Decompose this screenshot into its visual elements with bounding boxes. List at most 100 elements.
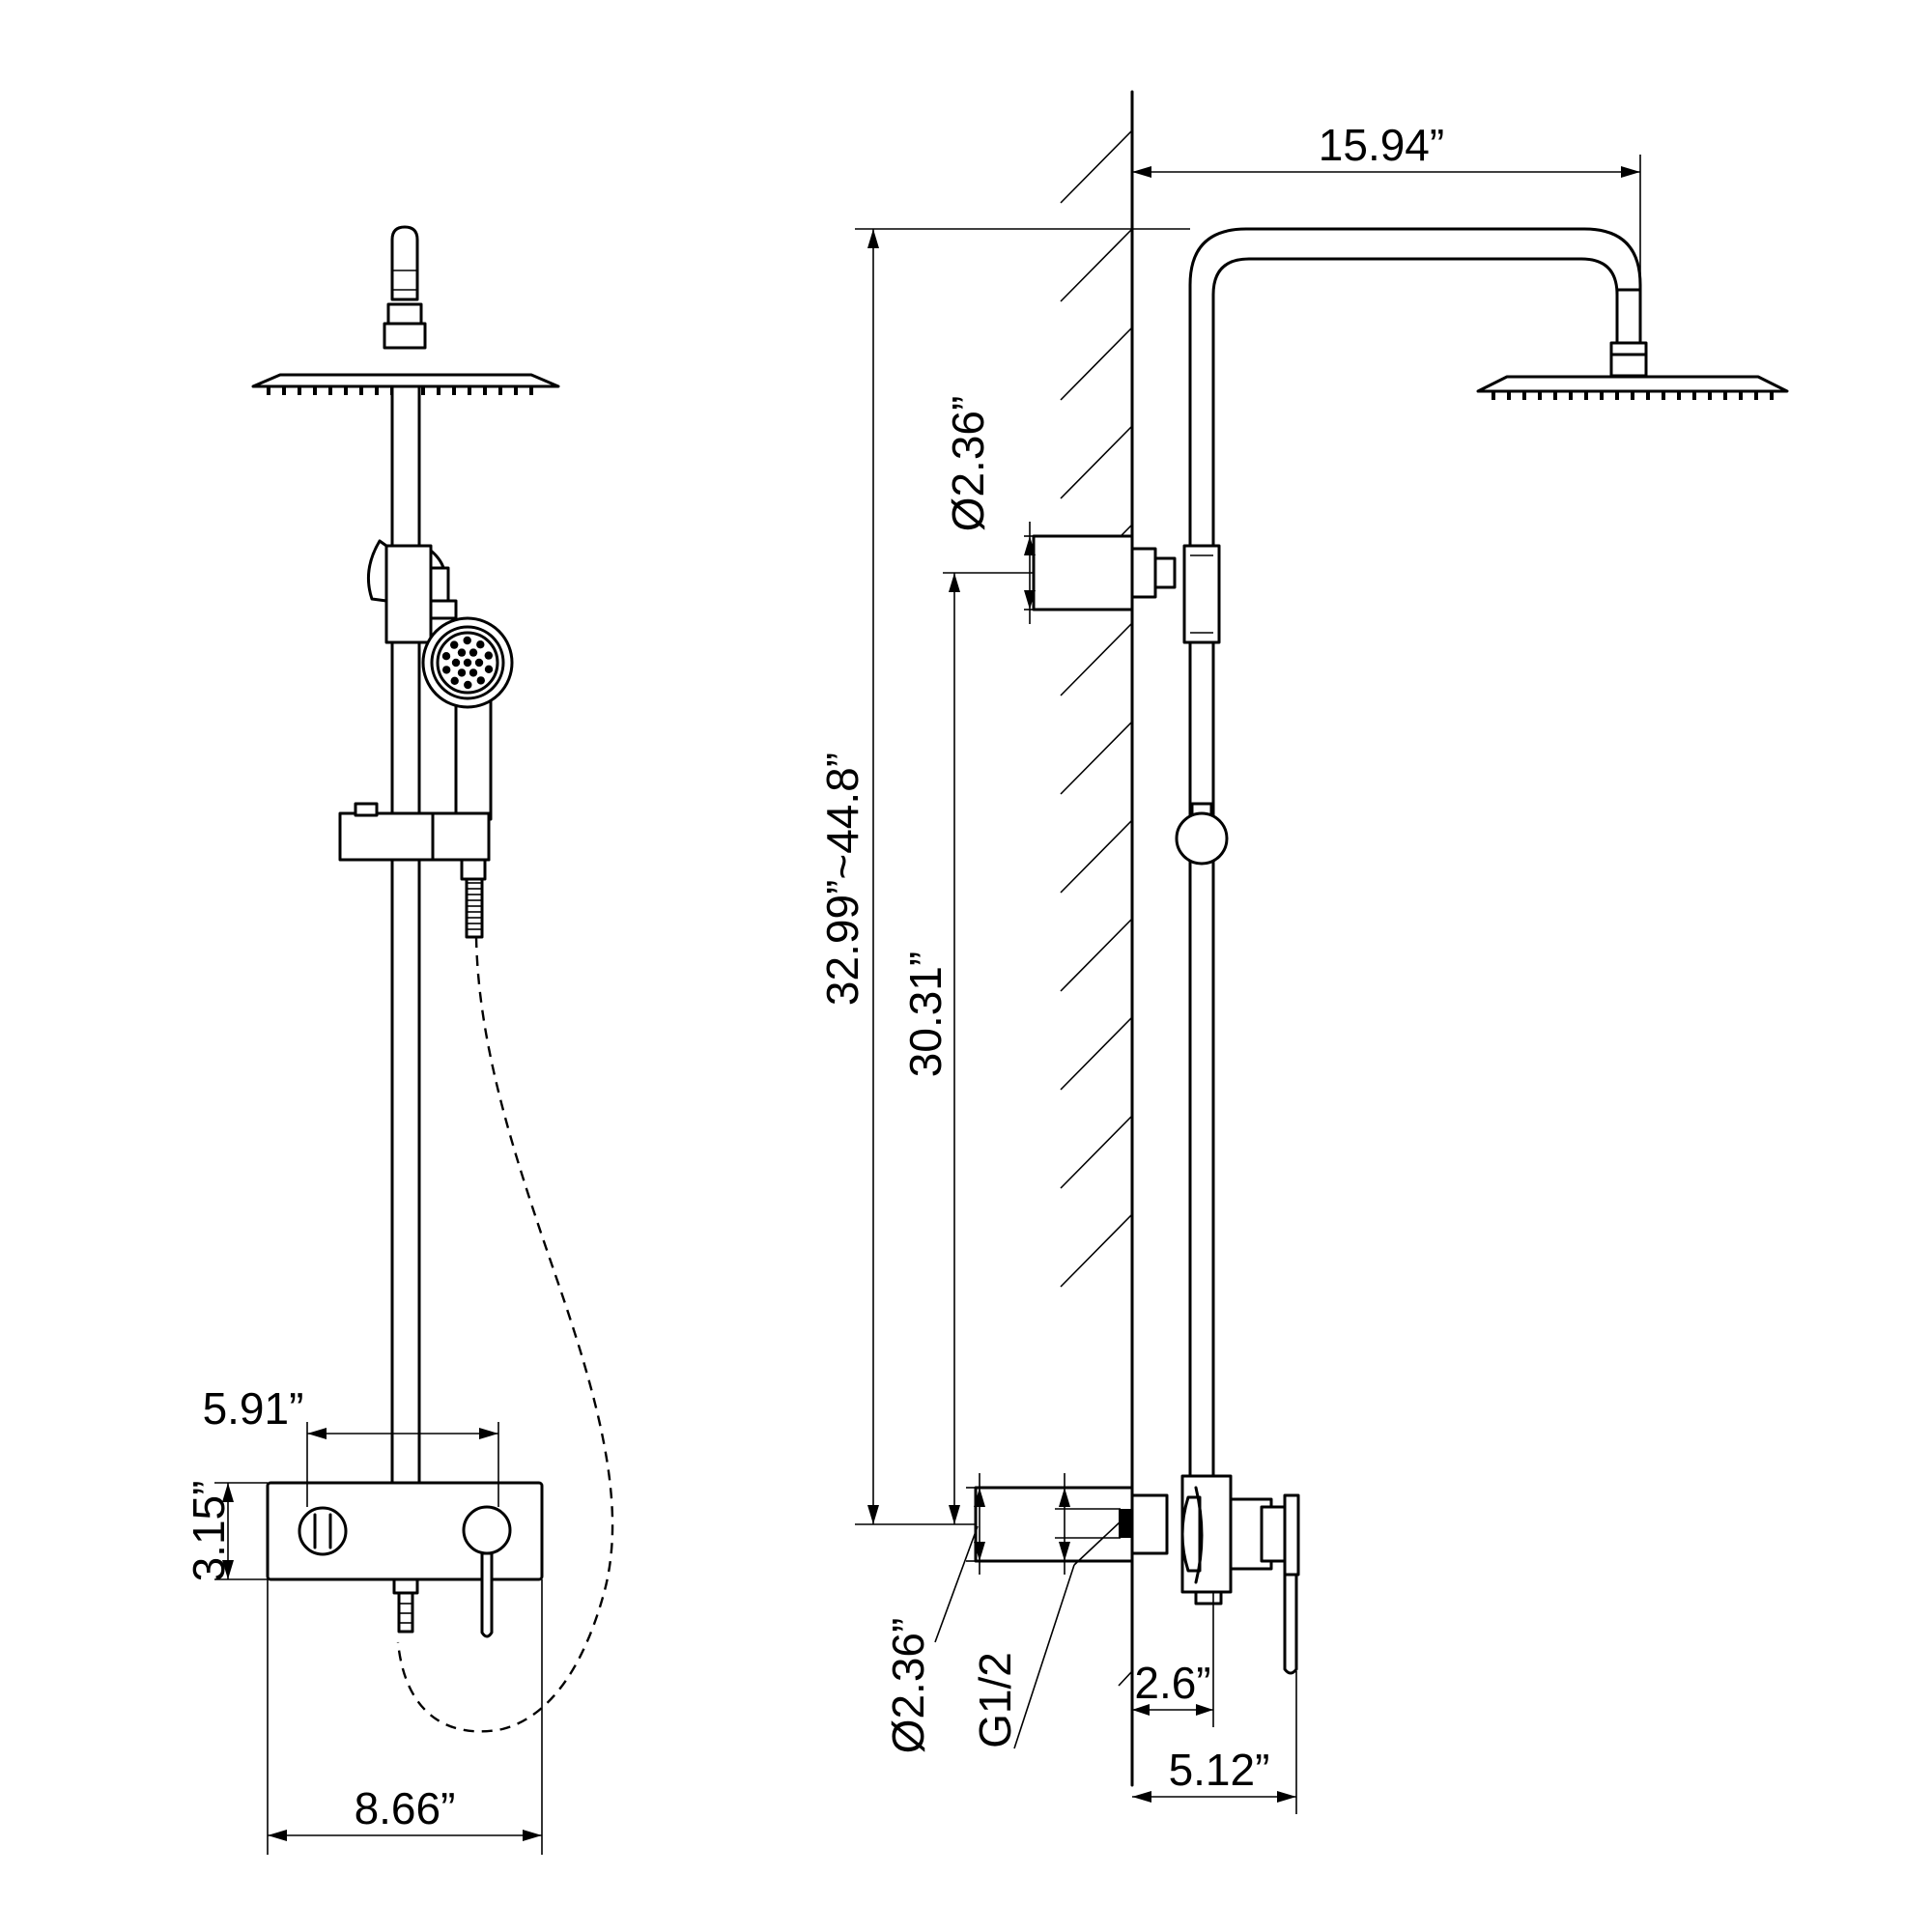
- nozzle: [375, 386, 379, 395]
- wall-hatching: [1060, 129, 1133, 1288]
- hatch-line: [1060, 327, 1133, 401]
- nozzle: [1553, 391, 1557, 400]
- head-connector: [383, 322, 427, 350]
- lower-wall-bracket: [974, 1486, 1169, 1563]
- upper-wall-bracket: [1032, 534, 1221, 644]
- nozzle: [313, 386, 317, 395]
- front-view: 8.66” 5.91” 3.15”: [184, 225, 614, 1855]
- side-outlet: [1194, 1590, 1223, 1605]
- nozzle: [463, 636, 471, 645]
- rain-shower-head-front: [251, 225, 560, 395]
- label-valve-spacing: 5.91”: [203, 1383, 304, 1434]
- nozzle: [282, 386, 286, 395]
- nozzle: [468, 386, 471, 395]
- hatch-line: [1060, 1115, 1133, 1189]
- hatch-line: [1060, 721, 1133, 795]
- side-lever: [1283, 1573, 1298, 1675]
- nozzle: [1615, 391, 1619, 400]
- hatch-line: [1060, 228, 1133, 302]
- nozzle: [464, 680, 472, 690]
- nozzle: [483, 386, 487, 395]
- hatch-line: [1060, 1213, 1133, 1288]
- lower-bracket-body: [974, 1486, 1134, 1563]
- hatch-line: [1060, 622, 1133, 696]
- nozzle: [328, 386, 332, 395]
- nozzle: [450, 640, 459, 649]
- nozzle: [359, 386, 363, 395]
- nozzle: [1569, 391, 1573, 400]
- rain-head-plate: [251, 373, 560, 388]
- nozzle: [1538, 391, 1542, 400]
- label-wall-to-handle: 5.12”: [1169, 1745, 1270, 1795]
- nozzle: [451, 658, 461, 668]
- valve-body-side: [1180, 1474, 1300, 1675]
- nozzle: [457, 668, 467, 677]
- nozzle: [1522, 391, 1526, 400]
- slide-holder-knob: [1175, 811, 1229, 866]
- nozzle: [1739, 391, 1743, 400]
- upper-bracket-body: [1032, 534, 1134, 611]
- side-view: 15.94” 32.99”~44.8” 30.31” Ø2.36” Ø2.36”…: [817, 90, 1789, 1814]
- diverter-body: [384, 544, 433, 644]
- nozzle: [344, 386, 348, 395]
- nozzle: [1723, 391, 1727, 400]
- label-total-height: 32.99”~44.8”: [817, 753, 867, 1006]
- mixer-lever: [480, 1551, 494, 1638]
- nozzle: [437, 386, 440, 395]
- nozzle: [1754, 391, 1758, 400]
- nozzle: [450, 676, 459, 685]
- diverter-knob: [429, 599, 458, 620]
- upper-bracket-clamp: [1182, 544, 1221, 644]
- rain-head-plate-side: [1476, 375, 1789, 393]
- nozzle: [1708, 391, 1712, 400]
- diverter-block: [366, 539, 458, 644]
- hatch-line: [1060, 425, 1133, 499]
- nozzle: [1507, 391, 1511, 400]
- hand-shower-handle: [454, 696, 493, 821]
- riser-and-arm-inner: [1211, 257, 1619, 1485]
- nozzle: [1584, 391, 1588, 400]
- nozzle: [498, 386, 502, 395]
- label-arm-reach: 15.94”: [1319, 120, 1444, 170]
- nozzle: [484, 665, 494, 673]
- shower-hose: [396, 936, 614, 1733]
- hatch-line: [1060, 129, 1133, 204]
- nozzle: [514, 386, 518, 395]
- label-upper-diameter: Ø2.36”: [943, 396, 993, 532]
- diverter-outlet: [429, 566, 450, 603]
- hand-shower: [421, 616, 514, 821]
- nozzle: [1662, 391, 1665, 400]
- g12-thread: [1119, 1509, 1132, 1538]
- nozzle: [476, 676, 485, 685]
- nozzle: [1600, 391, 1604, 400]
- mixer-valve-knob: [462, 1505, 512, 1555]
- shower-arm-tip: [390, 225, 419, 301]
- label-bracket-spacing: 30.31”: [900, 952, 951, 1077]
- label-thread: G1/2: [970, 1652, 1020, 1748]
- nozzle: [1492, 391, 1495, 400]
- hatch-line: [1060, 918, 1133, 992]
- nozzle: [298, 386, 301, 395]
- hatch-line: [1060, 1016, 1133, 1091]
- slide-holder-side: [1175, 802, 1229, 866]
- nozzle: [484, 651, 493, 660]
- diverter-valve-knob: [298, 1506, 348, 1556]
- nozzle: [1692, 391, 1696, 400]
- nozzle: [1677, 391, 1681, 400]
- nozzle: [421, 386, 425, 395]
- nozzle: [469, 648, 478, 657]
- valve-panel-front: [266, 1481, 544, 1638]
- nozzle: [529, 386, 533, 395]
- riser-and-arm-outer: [1188, 227, 1642, 1485]
- rain-shower-head-side: [1476, 288, 1789, 400]
- nozzle: [476, 640, 485, 649]
- label-bar-width: 8.66”: [355, 1783, 456, 1833]
- nozzle: [463, 658, 472, 668]
- nozzle: [1631, 391, 1634, 400]
- arm-connector: [386, 302, 423, 326]
- label-lower-diameter: Ø2.36”: [883, 1618, 933, 1754]
- nozzle: [474, 658, 484, 668]
- nozzle: [441, 652, 451, 661]
- label-wall-to-pipe: 2.6”: [1134, 1658, 1210, 1708]
